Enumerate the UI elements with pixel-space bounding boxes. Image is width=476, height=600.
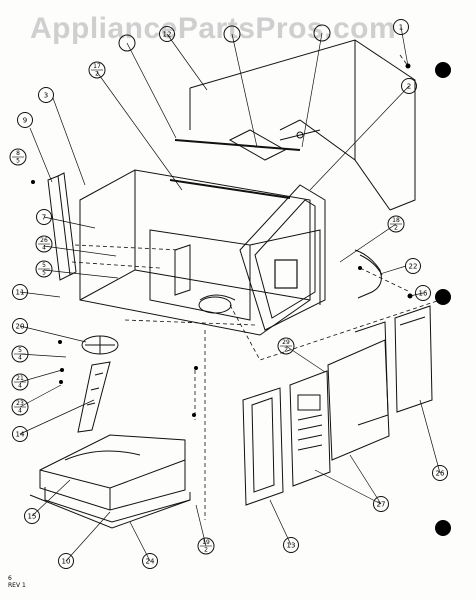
svg-text:26: 26 bbox=[436, 470, 445, 478]
outer-cabinet bbox=[189, 39, 416, 211]
callout-15: 15 bbox=[24, 508, 40, 524]
callout-12: 12 bbox=[159, 26, 175, 42]
callout-11: 11 bbox=[12, 284, 28, 300]
svg-text:21: 21 bbox=[16, 375, 24, 382]
svg-text:5: 5 bbox=[42, 262, 46, 269]
callout-19-2: 192 bbox=[197, 537, 215, 555]
callout-26-4: 264 bbox=[35, 235, 53, 253]
callout-1: 1 bbox=[393, 19, 409, 35]
callout-13: 13 bbox=[283, 537, 299, 553]
callout-5-4: 54 bbox=[11, 345, 29, 363]
oven-cavity bbox=[79, 139, 321, 336]
svg-text:16: 16 bbox=[419, 290, 428, 298]
svg-text:22: 22 bbox=[409, 263, 418, 271]
callout-23-4: 234 bbox=[11, 398, 29, 416]
callout-29-2: 292 bbox=[277, 337, 295, 355]
svg-text:5: 5 bbox=[18, 347, 22, 354]
svg-text:5: 5 bbox=[16, 158, 20, 165]
svg-text:4: 4 bbox=[18, 383, 22, 390]
svg-text:26: 26 bbox=[40, 237, 48, 244]
callout-16: 16 bbox=[415, 285, 431, 301]
fasteners bbox=[31, 63, 413, 417]
watermark: AppliancePartsPros.com bbox=[30, 12, 397, 45]
callout-9: 9 bbox=[17, 112, 33, 128]
svg-text:2: 2 bbox=[394, 225, 398, 232]
control-panel bbox=[289, 305, 433, 487]
revision-label: REV 1 bbox=[8, 582, 26, 589]
callout-27: 27 bbox=[373, 496, 389, 512]
svg-text:4: 4 bbox=[42, 245, 46, 252]
svg-text:1: 1 bbox=[399, 24, 403, 32]
callout-10: 10 bbox=[58, 553, 74, 569]
callout-21-4: 214 bbox=[11, 373, 29, 391]
svg-text:23: 23 bbox=[16, 400, 24, 407]
revision-note: 6 REV 1 bbox=[8, 575, 26, 589]
callout-20: 20 bbox=[12, 318, 28, 334]
svg-text:15: 15 bbox=[28, 513, 37, 521]
svg-text:11: 11 bbox=[16, 289, 25, 297]
svg-text:3: 3 bbox=[44, 92, 48, 100]
svg-text:18: 18 bbox=[392, 217, 400, 224]
callout-5-5: 55 bbox=[35, 260, 53, 278]
callout-26: 26 bbox=[432, 465, 448, 481]
binder-hole-middle bbox=[435, 289, 451, 305]
base-tray bbox=[29, 434, 191, 529]
callout-14: 14 bbox=[12, 426, 28, 442]
svg-text:8: 8 bbox=[16, 150, 20, 157]
svg-text:13: 13 bbox=[287, 542, 296, 550]
svg-text:5: 5 bbox=[42, 270, 46, 277]
left-side-bracket bbox=[47, 172, 77, 281]
callout-22: 22 bbox=[405, 258, 421, 274]
callout-unlabeled bbox=[118, 24, 331, 52]
callout-3: 3 bbox=[38, 87, 54, 103]
svg-text:4: 4 bbox=[18, 408, 22, 415]
binder-hole-bottom bbox=[435, 520, 451, 536]
svg-text:7: 7 bbox=[42, 214, 46, 222]
assembly-guide-lines bbox=[71, 54, 441, 520]
svg-text:20: 20 bbox=[16, 323, 25, 331]
rear-duct bbox=[228, 129, 321, 161]
leader-lines bbox=[19, 26, 441, 562]
turntable-drive bbox=[77, 335, 119, 433]
svg-text:12: 12 bbox=[163, 31, 172, 39]
svg-text:2: 2 bbox=[95, 71, 99, 78]
svg-text:10: 10 bbox=[62, 558, 71, 566]
svg-text:29: 29 bbox=[282, 339, 290, 346]
revision-page-number: 6 bbox=[8, 575, 12, 582]
svg-text:4: 4 bbox=[18, 355, 22, 362]
svg-text:14: 14 bbox=[16, 431, 25, 439]
svg-text:9: 9 bbox=[23, 117, 27, 125]
callout-24: 24 bbox=[142, 553, 158, 569]
svg-text:19: 19 bbox=[202, 539, 210, 546]
callout-2: 2 bbox=[401, 78, 417, 94]
svg-text:27: 27 bbox=[377, 501, 386, 509]
callout-18-2: 182 bbox=[387, 215, 405, 233]
wire-harness bbox=[354, 249, 383, 299]
binder-hole-top bbox=[435, 62, 451, 78]
callout-17-2: 172 bbox=[88, 61, 106, 79]
callout-7: 7 bbox=[36, 209, 52, 225]
svg-text:2: 2 bbox=[284, 347, 288, 354]
svg-text:2: 2 bbox=[407, 83, 411, 91]
front-flange bbox=[239, 184, 326, 331]
svg-text:2: 2 bbox=[204, 547, 208, 554]
svg-text:17: 17 bbox=[93, 63, 101, 70]
svg-text:24: 24 bbox=[146, 558, 155, 566]
door bbox=[242, 387, 284, 506]
callout-8-5: 85 bbox=[9, 148, 27, 166]
